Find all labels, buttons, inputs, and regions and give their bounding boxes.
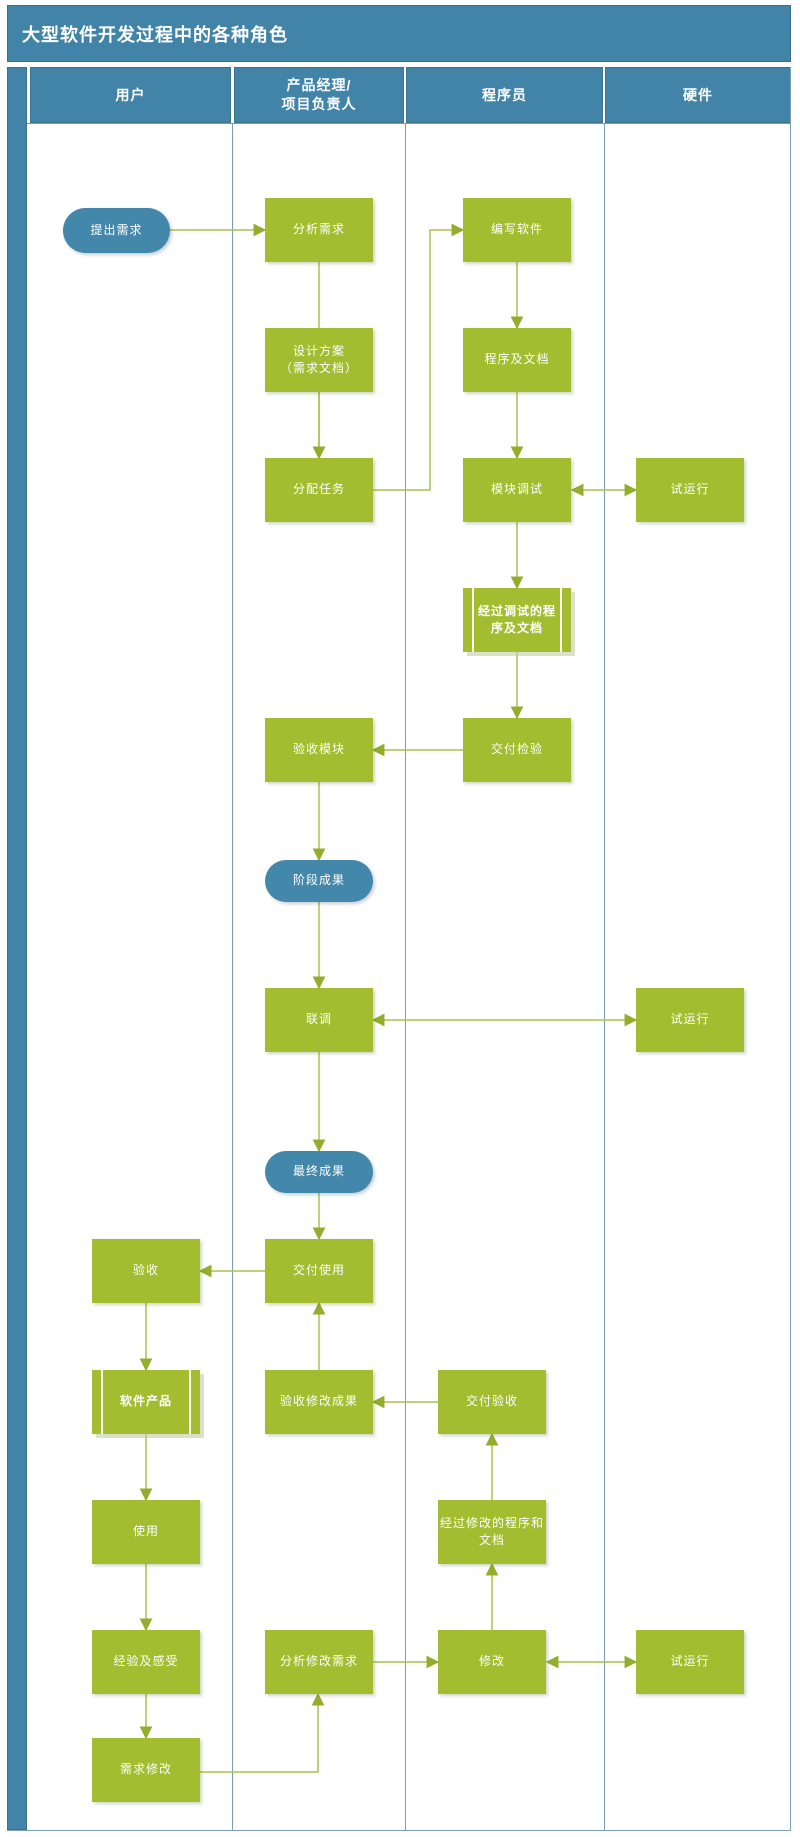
node-mokuai-tiaoshi: 模块调试 bbox=[463, 458, 571, 522]
lane-separator-3 bbox=[604, 123, 605, 1830]
diagram-title: 大型软件开发过程中的各种角色 bbox=[7, 5, 791, 62]
node-ruanjian-chanpin: 软件产品 bbox=[92, 1370, 200, 1434]
node-shiyunxing-2: 试运行 bbox=[636, 988, 744, 1052]
node-shiyunxing-1: 试运行 bbox=[636, 458, 744, 522]
node-fenxi-xiugai-xuqiu: 分析修改需求 bbox=[265, 1630, 373, 1694]
node-yanshou-xiugai-chengguo: 验收修改成果 bbox=[265, 1370, 373, 1434]
node-fenxi-xuqiu: 分析需求 bbox=[265, 198, 373, 262]
frame-bottom-line bbox=[7, 1830, 791, 1831]
node-xuqiu-xiugai: 需求修改 bbox=[92, 1738, 200, 1802]
node-jieduan-chengguo: 阶段成果 bbox=[265, 860, 373, 902]
lane-header-2: 产品经理/ 项目负责人 bbox=[234, 67, 404, 123]
lane-header-3: 程序员 bbox=[406, 67, 603, 123]
frame-right-line bbox=[790, 67, 791, 1830]
node-jingguo-tiaoshi-chengxu: 经过调试的程 序及文档 bbox=[463, 588, 571, 652]
node-xiugai: 修改 bbox=[438, 1630, 546, 1694]
node-shiyunxing-3: 试运行 bbox=[636, 1630, 744, 1694]
node-jingyan-ji-ganshou: 经验及感受 bbox=[92, 1630, 200, 1694]
node-jiaofu-jianyan: 交付检验 bbox=[463, 718, 571, 782]
node-chengxu-ji-wendang: 程序及文档 bbox=[463, 328, 571, 392]
node-zuizhong-chengguo: 最终成果 bbox=[265, 1151, 373, 1193]
lane-separator-1 bbox=[232, 123, 233, 1830]
node-shiyong: 使用 bbox=[92, 1500, 200, 1564]
swimlane-left-strip bbox=[7, 67, 27, 1830]
node-jiaofu-yanshou: 交付验收 bbox=[438, 1370, 546, 1434]
node-jingguo-xiugai-chengxu: 经过修改的程序和 文档 bbox=[438, 1500, 546, 1564]
edge-fenpei-renwu_to_bianxie-ruanjian bbox=[373, 223, 465, 491]
node-tichu-xuqiu: 提出需求 bbox=[63, 208, 170, 253]
lane-header-4: 硬件 bbox=[605, 67, 791, 123]
node-liandiao: 联调 bbox=[265, 988, 373, 1052]
node-bianxie-ruanjian: 编写软件 bbox=[463, 198, 571, 262]
node-yanshou: 验收 bbox=[92, 1239, 200, 1303]
edge-xuqiu-xiugai_to_fenxi-xiugai-xuqiu bbox=[200, 1692, 325, 1773]
node-fenpei-renwu: 分配任务 bbox=[265, 458, 373, 522]
node-yanshou-mokuai: 验收模块 bbox=[265, 718, 373, 782]
header-bottom-line bbox=[27, 123, 791, 124]
node-jiaofu-shiyong: 交付使用 bbox=[265, 1239, 373, 1303]
lane-header-1: 用户 bbox=[30, 67, 231, 123]
lane-separator-2 bbox=[405, 123, 406, 1830]
node-sheji-fangan: 设计方案 （需求文档） bbox=[265, 328, 373, 392]
